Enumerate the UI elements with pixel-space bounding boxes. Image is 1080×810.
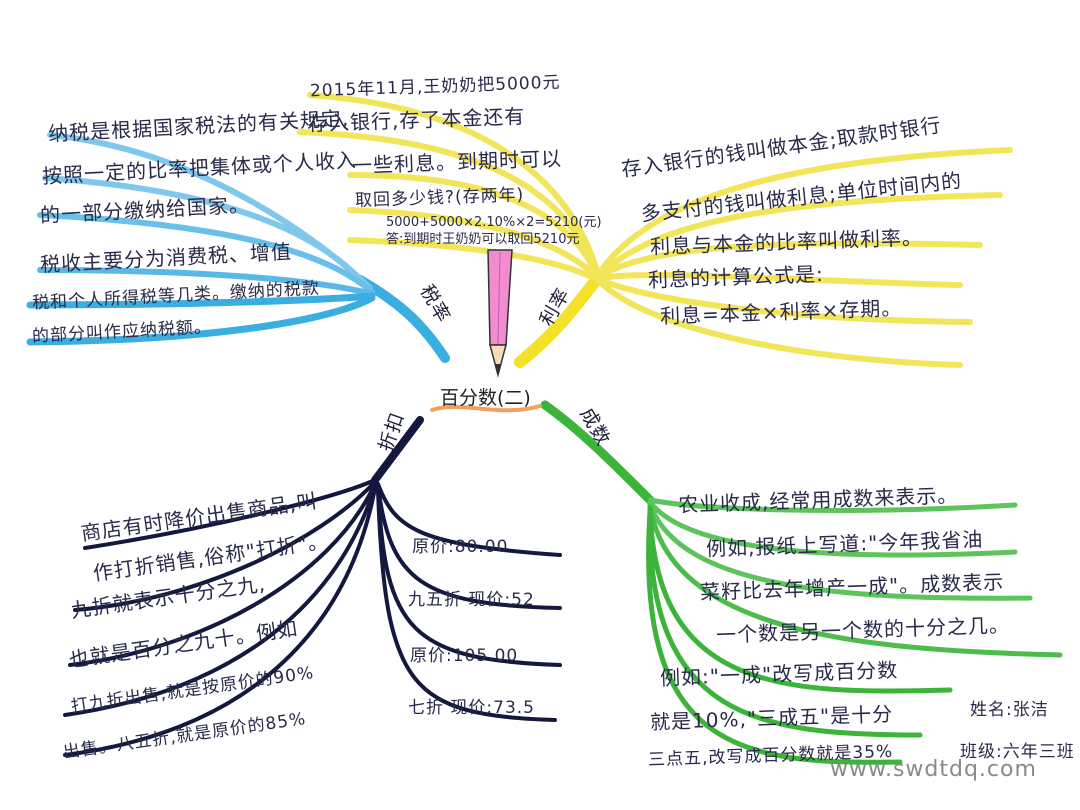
- interest-calc-line-2: 答:到期时王奶奶可以取回5210元: [386, 232, 580, 247]
- discount-branch-lines: [63, 416, 562, 757]
- discount-example-4: 七折 现价:73.5: [408, 698, 535, 718]
- student-name: 姓名:张洁: [970, 700, 1049, 720]
- watermark: www.swdtdq.com: [830, 757, 1037, 782]
- yield-branch-lines: [540, 400, 1063, 765]
- student-class: 班级:六年三班: [960, 742, 1075, 762]
- center-title: 百分数(二): [440, 387, 531, 409]
- center-underline: [430, 404, 542, 413]
- tax-branch-lines: [26, 132, 450, 363]
- discount-example-1: 原价:80.00: [412, 537, 509, 557]
- interest-calc-line-1: 5000+5000×2.10%×2=5210(元): [386, 215, 602, 230]
- pencil-icon: [487, 249, 513, 378]
- discount-example-2: 九五折 现价:52: [408, 590, 535, 610]
- discount-example-3: 原价:105.00: [410, 646, 519, 666]
